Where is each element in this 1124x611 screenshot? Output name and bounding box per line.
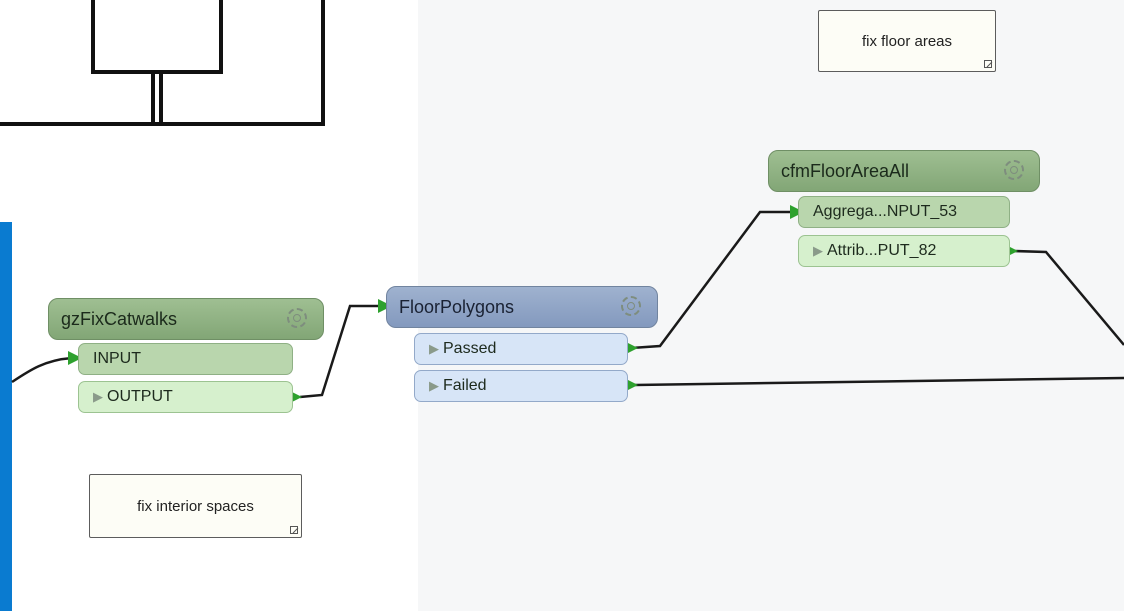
outline-drawing bbox=[0, 0, 325, 126]
left-accent-bar bbox=[0, 222, 12, 611]
input-port[interactable]: INPUT bbox=[78, 343, 293, 375]
transformer-title: FloorPolygons bbox=[399, 297, 515, 317]
play-icon: ▶ bbox=[429, 378, 439, 393]
gear-icon[interactable] bbox=[1004, 160, 1024, 180]
transformer-header[interactable]: FloorPolygons bbox=[386, 286, 658, 328]
play-icon: ▶ bbox=[429, 341, 439, 356]
port-label: Aggrega...NPUT_53 bbox=[813, 203, 958, 220]
resize-icon[interactable] bbox=[290, 526, 298, 534]
bookmark-label: fix interior spaces bbox=[137, 498, 254, 515]
gear-icon[interactable] bbox=[287, 308, 307, 328]
transformer-title: cfmFloorAreaAll bbox=[781, 161, 910, 181]
transformer-header[interactable]: cfmFloorAreaAll bbox=[768, 150, 1040, 192]
transformer-header[interactable]: gzFixCatwalks bbox=[48, 298, 324, 340]
bookmark-label: fix floor areas bbox=[861, 33, 953, 50]
port-label: Failed bbox=[443, 377, 487, 394]
aggregate-input-port[interactable]: Aggrega...NPUT_53 bbox=[798, 196, 1010, 228]
attrib-output-port[interactable]: ▶ Attrib...PUT_82 bbox=[798, 235, 1010, 267]
gear-icon[interactable] bbox=[621, 296, 641, 316]
play-icon: ▶ bbox=[813, 243, 823, 258]
port-label: Attrib...PUT_82 bbox=[827, 242, 937, 259]
outline-drawing-inner bbox=[91, 0, 223, 74]
play-icon: ▶ bbox=[93, 389, 103, 404]
bookmark-fix-interior-spaces[interactable]: fix interior spaces bbox=[89, 474, 302, 538]
wire-incoming-gz bbox=[11, 356, 73, 384]
transformer-title: gzFixCatwalks bbox=[61, 309, 178, 329]
port-label: INPUT bbox=[93, 350, 141, 367]
bookmark-fix-floor-areas[interactable]: fix floor areas bbox=[818, 10, 996, 72]
port-label: Passed bbox=[443, 340, 497, 357]
failed-port[interactable]: ▶ Failed bbox=[414, 370, 628, 402]
port-label: OUTPUT bbox=[107, 388, 173, 405]
passed-port[interactable]: ▶ Passed bbox=[414, 333, 628, 365]
output-port[interactable]: ▶ OUTPUT bbox=[78, 381, 293, 413]
resize-icon[interactable] bbox=[984, 60, 992, 68]
